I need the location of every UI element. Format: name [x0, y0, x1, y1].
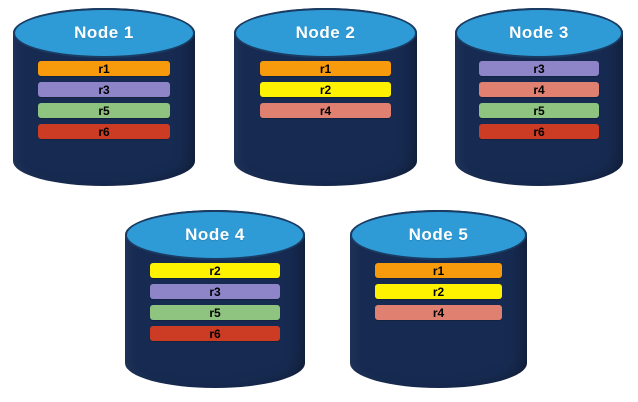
- record-list: r1 r2 r4: [374, 263, 503, 321]
- node-label: Node 1: [74, 22, 134, 42]
- record-list: r1 r3 r5 r6: [38, 61, 170, 140]
- database-cylinder-node-1[interactable]: Node 1 r1 r3 r5 r6: [13, 8, 195, 186]
- cylinder-top-ellipse: [125, 210, 305, 260]
- record-bar[interactable]: r1: [38, 61, 170, 77]
- record-list: r1 r2 r4: [259, 61, 392, 119]
- record-bar[interactable]: r6: [150, 326, 280, 342]
- record-bar[interactable]: r2: [150, 263, 280, 279]
- database-cylinder-node-4[interactable]: Node 4 r2 r3 r5 r6: [125, 210, 305, 388]
- record-bar[interactable]: r3: [478, 61, 600, 77]
- database-cylinder-node-3[interactable]: Node 3 r3 r4 r5 r6: [455, 8, 623, 186]
- record-bar[interactable]: r5: [38, 103, 170, 119]
- record-bar[interactable]: r6: [38, 124, 170, 140]
- record-bar[interactable]: r4: [374, 305, 503, 321]
- database-cylinder-node-2[interactable]: Node 2 r1 r2 r4: [234, 8, 417, 186]
- record-list: r2 r3 r5 r6: [150, 263, 280, 342]
- record-list: r3 r4 r5 r6: [478, 61, 600, 140]
- record-bar[interactable]: r4: [259, 103, 392, 119]
- record-bar[interactable]: r1: [259, 61, 392, 77]
- record-bar[interactable]: r2: [259, 82, 392, 98]
- record-bar[interactable]: r2: [374, 284, 503, 300]
- record-bar[interactable]: r5: [478, 103, 600, 119]
- cylinder-top-ellipse: [350, 210, 527, 260]
- record-bar[interactable]: r1: [374, 263, 503, 279]
- record-bar[interactable]: r3: [38, 82, 170, 98]
- cylinder-top-ellipse: [455, 8, 623, 58]
- record-bar[interactable]: r6: [478, 124, 600, 140]
- node-label: Node 3: [509, 22, 569, 42]
- record-bar[interactable]: r5: [150, 305, 280, 321]
- cylinder-top-ellipse: [13, 8, 195, 58]
- record-bar[interactable]: r4: [478, 82, 600, 98]
- record-bar[interactable]: r3: [150, 284, 280, 300]
- database-cylinder-node-5[interactable]: Node 5 r1 r2 r4: [350, 210, 527, 388]
- cylinder-top-ellipse: [234, 8, 417, 58]
- node-label: Node 2: [295, 22, 356, 42]
- node-label: Node 5: [408, 224, 469, 244]
- node-label: Node 4: [185, 224, 245, 244]
